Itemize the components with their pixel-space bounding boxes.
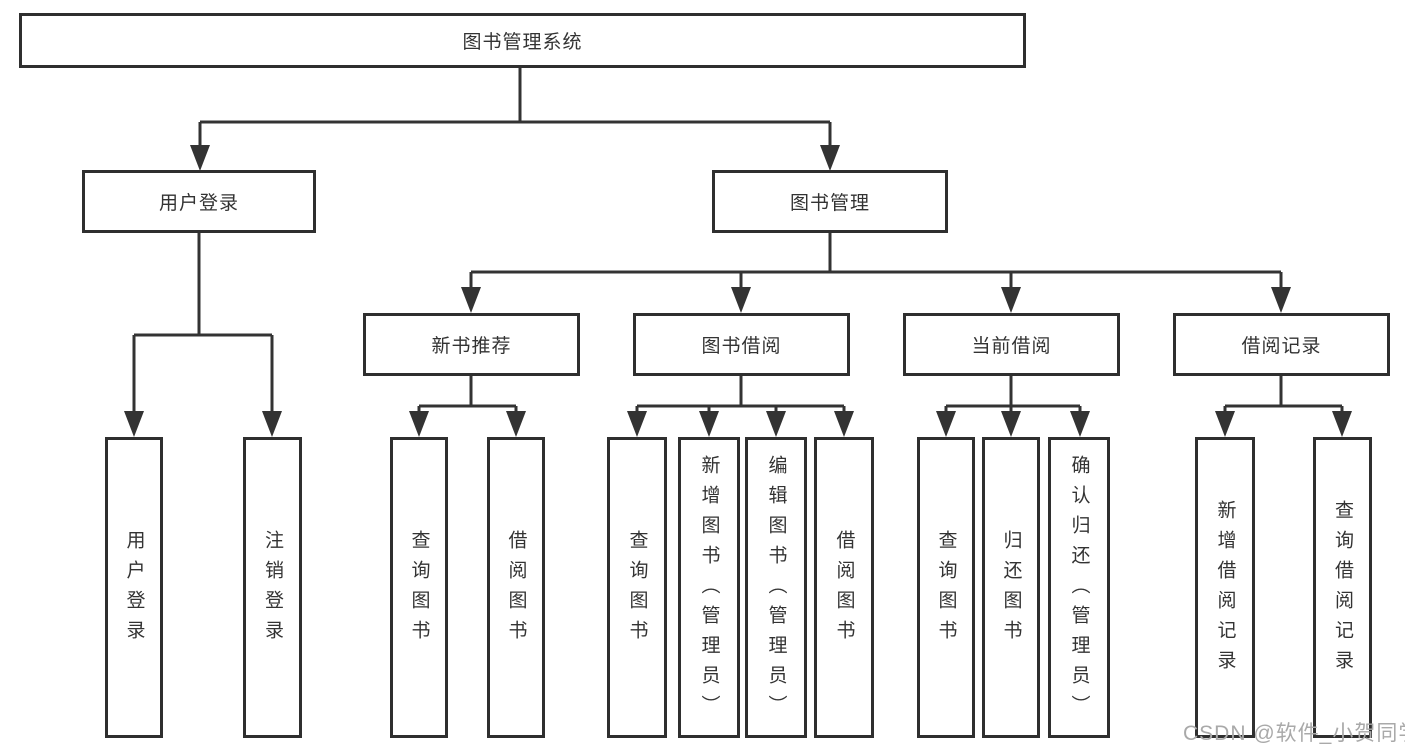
csdn-watermark: CSDN @软件_小贺同学: [1183, 722, 1405, 745]
node-user-login: 用户登录: [82, 170, 316, 233]
leaf-query-books-recommend: 查询图书: [390, 437, 448, 738]
leaf-user-login: 用户登录: [105, 437, 163, 738]
node-borrowing-records: 借阅记录: [1173, 313, 1390, 376]
leaf-confirm-return-admin: 确认归还（管理员）: [1048, 437, 1110, 738]
leaf-query-borrow-record: 查询借阅记录: [1313, 437, 1372, 738]
node-new-book-recommend: 新书推荐: [363, 313, 580, 376]
leaf-add-borrow-record: 新增借阅记录: [1195, 437, 1255, 738]
node-book-management: 图书管理: [712, 170, 948, 233]
node-book-borrowing: 图书借阅: [633, 313, 850, 376]
node-current-borrowing: 当前借阅: [903, 313, 1120, 376]
leaf-logout: 注销登录: [243, 437, 302, 738]
leaf-borrow-books: 借阅图书: [814, 437, 874, 738]
leaf-query-books-borrow: 查询图书: [607, 437, 667, 738]
leaf-query-books-current: 查询图书: [917, 437, 975, 738]
node-root-library-system: 图书管理系统: [19, 13, 1026, 68]
leaf-edit-books-admin: 编辑图书（管理员）: [745, 437, 807, 738]
leaf-borrow-books-recommend: 借阅图书: [487, 437, 545, 738]
leaf-return-books: 归还图书: [982, 437, 1040, 738]
leaf-add-books-admin: 新增图书（管理员）: [678, 437, 740, 738]
